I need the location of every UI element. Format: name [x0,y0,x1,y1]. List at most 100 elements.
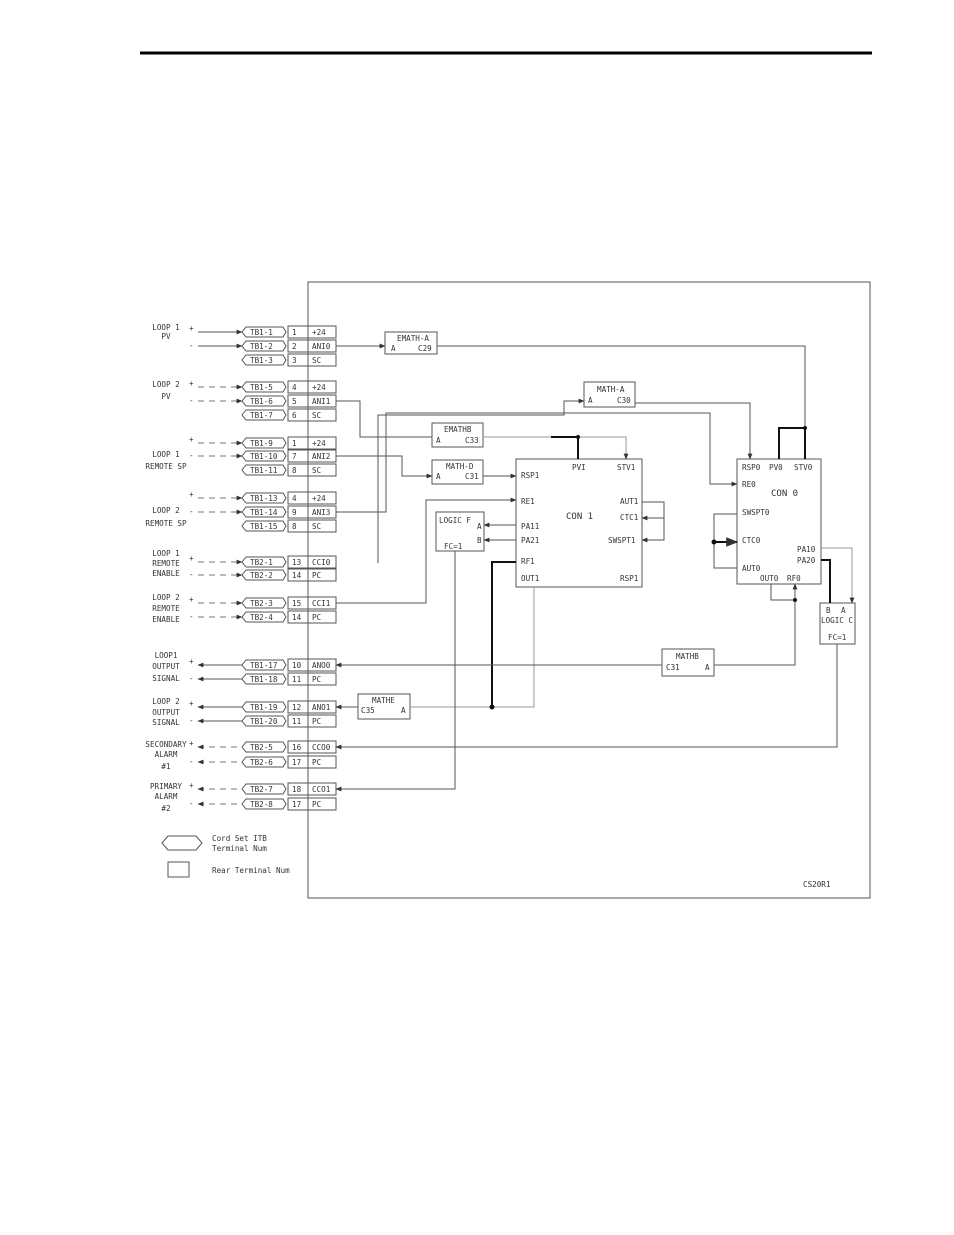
signal-label: OUTPUT [152,708,180,717]
terminal-fn: PC [312,571,321,580]
terminal-fn: CCI1 [312,599,331,608]
terminal-fn: +24 [312,328,326,337]
signal-label: ENABLE [152,569,180,578]
terminal-function [307,568,337,582]
terminal-fn: ANO1 [312,703,331,712]
tb-label: TB2-4 [250,613,273,622]
terminal-num: 17 [292,758,301,767]
cord-set-terminal [241,611,287,623]
signal-label: REMOTE SP [145,462,187,471]
diagram-label: RSP1 [620,574,639,583]
polarity-mark: - [189,757,194,766]
terminal-num: 1 [292,439,297,448]
terminal-num: 3 [292,356,297,365]
polarity-mark: + [189,490,194,499]
tb-label: TB2-7 [250,785,273,794]
diagram-label: AUT1 [620,497,639,506]
terminal-fn: ANI1 [312,397,331,406]
terminal-fn: ANO0 [312,661,331,670]
tb-label: TB2-2 [250,571,273,580]
terminal-fn: PC [312,613,321,622]
diagram-label: A [436,472,441,481]
terminal-num: 8 [292,522,297,531]
diagram-label: A [841,606,846,615]
diagram-label: B [477,536,482,545]
cord-set-terminal [241,464,287,476]
diagram-label: A [391,344,396,353]
terminal-fn: +24 [312,439,326,448]
cord-set-terminal [241,783,287,795]
diagram-label: PV0 [769,463,783,472]
signal-label: LOOP 1 [152,450,180,459]
cord-set-terminal [241,492,287,504]
polarity-mark: + [189,554,194,563]
cord-set-terminal [241,381,287,393]
diagram-label: FC=1 [444,542,463,551]
terminal-num: 8 [292,466,297,475]
tb-label: TB2-6 [250,758,273,767]
diagram-label: C31 [465,472,479,481]
terminal-fn: PC [312,675,321,684]
terminal-fn: CCO0 [312,743,331,752]
tb-label: TB1-2 [250,342,273,351]
diagram-label: CTC0 [742,536,761,545]
tb-label: TB1-3 [250,356,273,365]
terminal-num: 2 [292,342,297,351]
signal-label: LOOP 2 [152,506,179,515]
diagram-label: RE0 [742,480,756,489]
tb-label: TB1-6 [250,397,273,406]
terminal-num: 1 [292,328,297,337]
rect-legend-icon [167,861,190,878]
signal-label: LOOP 1 [152,323,180,332]
polarity-mark: + [189,379,194,388]
cord-set-terminal [241,715,287,727]
terminal-fn: +24 [312,494,326,503]
tb-label: TB1-9 [250,439,273,448]
diagram-label: C31 [666,663,680,672]
diagram-label: RSP1 [521,471,540,480]
signal-label: SIGNAL [152,674,180,683]
terminal-function [307,714,337,728]
terminal-num: 7 [292,452,297,461]
diagram-label: Rear Terminal Num [212,866,290,875]
cord-set-terminal [241,506,287,518]
tb-label: TB1-19 [250,703,278,712]
diagram-label: A [401,706,406,715]
polarity-mark: - [189,799,194,808]
emath-a-block: EMATH-A A C29 [384,331,438,355]
terminal-num: 6 [292,411,297,420]
wiring [335,343,855,792]
tb-label: TB1-17 [250,661,277,670]
signal-label: LOOP1 [155,651,178,660]
cord-set-terminal [241,340,287,352]
diagram-label: MATHE [372,696,395,705]
terminal-function [307,755,337,769]
diagram-label: MATH-D [446,462,474,471]
polarity-mark: - [189,716,194,725]
terminal-num: 11 [292,717,302,726]
polarity-mark: - [189,674,194,683]
signal-label: ALARM [155,750,178,759]
diagram-label: STV0 [794,463,813,472]
polarity-mark: + [189,324,194,333]
diagram-label: EMATH-A [397,334,429,343]
terminal-fn: +24 [312,383,326,392]
signal-label: LOOP 2 [152,593,179,602]
signal-label: SECONDARY [145,740,187,749]
rear-terminal-num [287,519,309,533]
diagram-label: FC=1 [828,633,847,642]
diagram-label: LOGIC C [821,616,853,625]
